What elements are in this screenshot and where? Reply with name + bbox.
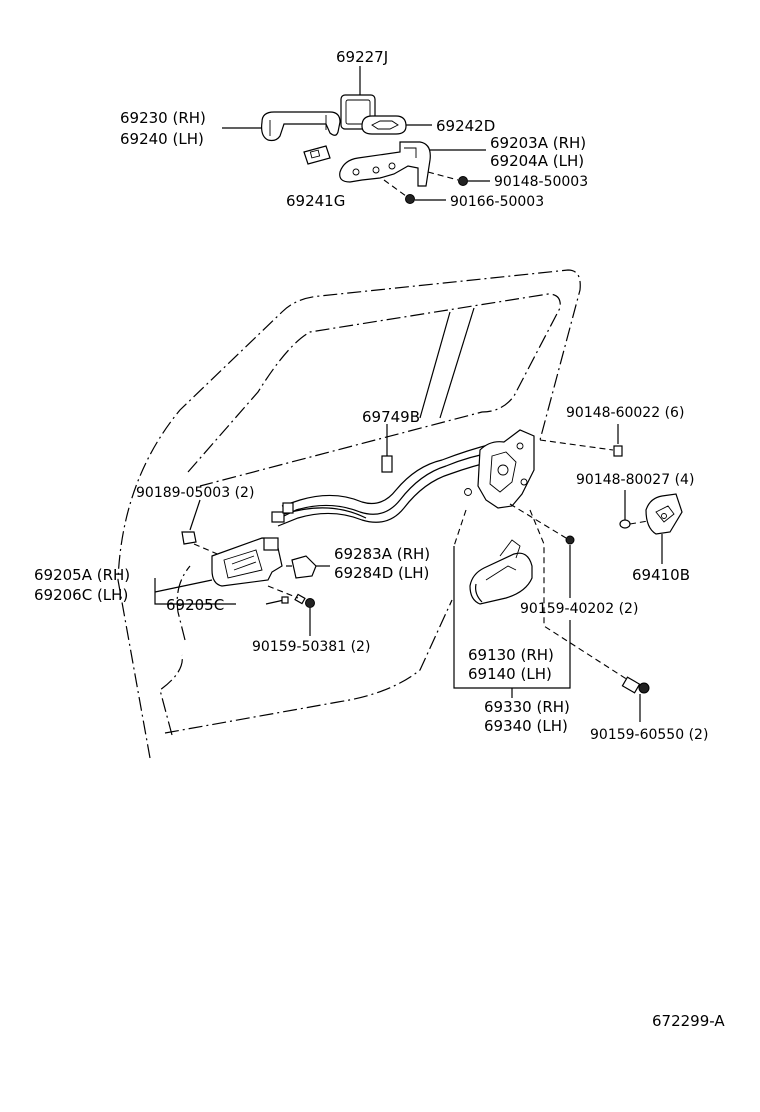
label-90159-40202: 90159-40202 (2) bbox=[520, 601, 638, 617]
label-69204A: 69204A (LH) bbox=[490, 152, 584, 170]
screw-90159-50381 bbox=[267, 585, 315, 636]
label-69227J: 69227J bbox=[336, 48, 388, 66]
label-69130: 69130 (RH) bbox=[468, 646, 554, 664]
outside-handle-group bbox=[222, 66, 490, 204]
door-outline bbox=[117, 269, 581, 759]
label-90189-05003: 90189-05003 (2) bbox=[136, 485, 254, 501]
label-90159-60550: 90159-60550 (2) bbox=[590, 727, 708, 743]
label-90148-80027: 90148-80027 (4) bbox=[576, 472, 694, 488]
inside-handle-part bbox=[154, 537, 283, 605]
screw-90166-50003 bbox=[383, 179, 446, 204]
label-90166-50003: 90166-50003 bbox=[450, 194, 544, 210]
screw-90148-80027 bbox=[619, 490, 649, 529]
handle-pad-part bbox=[361, 115, 432, 135]
lock-cover-part bbox=[469, 539, 533, 605]
screw-90148-50003 bbox=[427, 171, 490, 186]
label-69283A: 69283A (RH) bbox=[334, 545, 430, 563]
label-69749B: 69749B bbox=[362, 408, 420, 426]
cable-clip-part bbox=[381, 424, 393, 473]
door-lock-assembly bbox=[464, 429, 535, 509]
label-69140: 69140 (LH) bbox=[468, 665, 552, 683]
label-69205C: 69205C bbox=[166, 596, 224, 614]
label-69330: 69330 (RH) bbox=[484, 698, 570, 716]
label-69240: 69240 (LH) bbox=[120, 130, 204, 148]
label-90159-50381: 90159-50381 (2) bbox=[252, 639, 370, 655]
screw-90148-60022 bbox=[539, 424, 623, 457]
label-69410B: 69410B bbox=[632, 566, 690, 584]
bolt-90159-60550 bbox=[529, 509, 650, 722]
handle-frame-part bbox=[339, 141, 486, 187]
screw-69205C bbox=[265, 596, 289, 605]
clip-90189-05003 bbox=[181, 499, 223, 557]
label-69206C: 69206C (LH) bbox=[34, 586, 128, 604]
label-69242D: 69242D bbox=[436, 117, 495, 135]
label-90148-60022: 90148-60022 (6) bbox=[566, 405, 684, 421]
bolt-90159-40202 bbox=[509, 503, 575, 598]
label-69241G: 69241G bbox=[286, 192, 345, 210]
label-69203A: 69203A (RH) bbox=[490, 134, 586, 152]
label-90148-50003: 90148-50003 bbox=[494, 174, 588, 190]
label-69205A: 69205A (RH) bbox=[34, 566, 130, 584]
door-striker-part bbox=[645, 493, 683, 564]
diagram-id: 672299-A bbox=[652, 1012, 725, 1030]
lock-knob-part bbox=[286, 555, 330, 579]
handle-rear-pad-part bbox=[303, 145, 331, 165]
lock-cables bbox=[271, 443, 499, 527]
outside-handle-part bbox=[222, 111, 341, 142]
lock-assembly-bracket bbox=[453, 509, 571, 698]
label-69230: 69230 (RH) bbox=[120, 109, 206, 127]
label-69340: 69340 (LH) bbox=[484, 717, 568, 735]
label-69284D: 69284D (LH) bbox=[334, 564, 429, 582]
